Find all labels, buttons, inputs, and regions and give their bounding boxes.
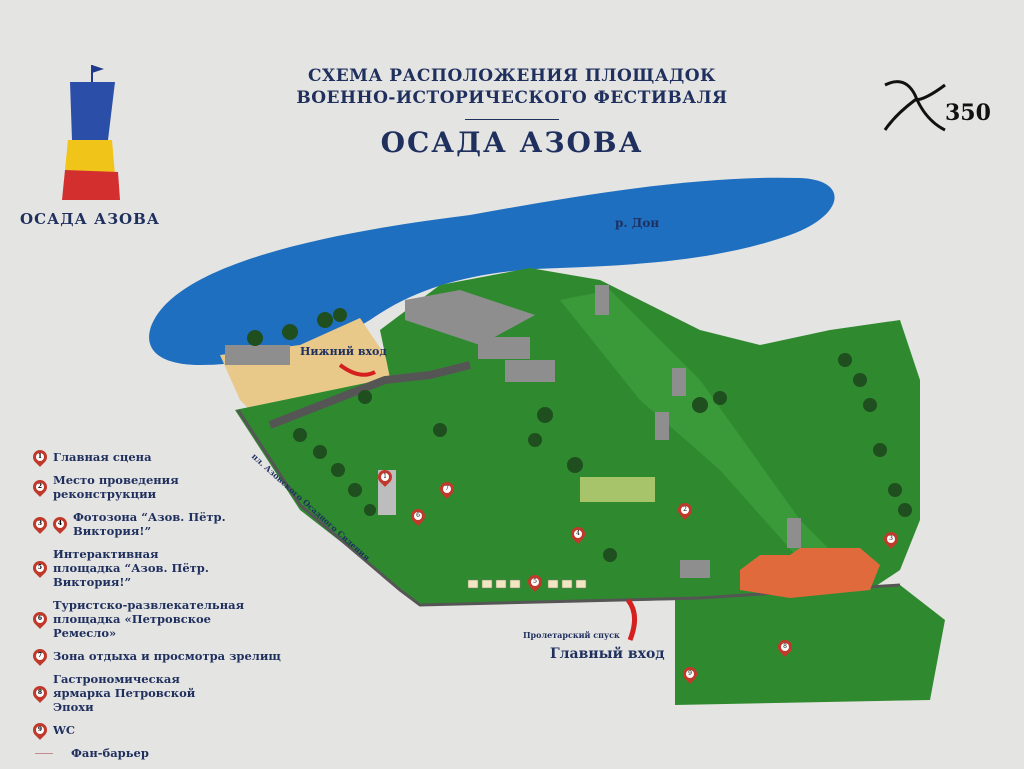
legend-label: Зона отдыха и просмотра зрелищ (53, 649, 281, 663)
fan-barrier-line-icon (35, 752, 53, 754)
park-area (235, 268, 920, 605)
pin-icon: 4 (50, 514, 70, 534)
buildings (225, 285, 801, 578)
lower-entrance-label[interactable]: Нижний вход (300, 345, 387, 358)
pin-icon: 1 (30, 447, 50, 467)
title-line-2: ВОЕННО-ИСТОРИЧЕСКОГО ФЕСТИВАЛЯ (296, 88, 728, 108)
title-divider (465, 119, 559, 120)
main-entrance-arrow (625, 598, 637, 641)
pin-number: 4 (574, 530, 582, 538)
pin-number: 6 (414, 512, 422, 520)
anniversary-emblem (883, 80, 946, 132)
pin-icon: 8 (30, 683, 50, 703)
pin-number: 7 (443, 485, 451, 493)
legend-item: Фан-барьер (33, 746, 293, 760)
legend-label: WC (53, 723, 76, 737)
fortress-gate (740, 548, 880, 598)
pin-icon: 3 (30, 514, 50, 534)
pin-icon: 7 (30, 646, 50, 666)
pin-number: 8 (781, 643, 789, 651)
page-title: ОСАДА АЗОВА (380, 126, 644, 159)
fan-barrier-stalls (467, 579, 587, 589)
pin-number: 2 (681, 506, 689, 514)
river-label: р. Дон (615, 216, 660, 230)
legend-label: Туристско-развлекательная площадка «Петр… (53, 598, 245, 640)
lower-entrance-arrow (338, 363, 376, 377)
legend-label: Место проведения реконструкции (53, 473, 179, 501)
pin-number: 9 (686, 670, 694, 678)
inner-path (268, 361, 471, 429)
legend-label: Гастрономическая ярмарка Петровской Эпох… (53, 672, 196, 714)
logo-tower (62, 65, 120, 200)
pin-number: 5 (531, 578, 539, 586)
legend-label: Фан-барьер (71, 746, 149, 760)
pin-number: 3 (887, 535, 895, 543)
sand-area (220, 318, 395, 430)
main-entrance-label[interactable]: Главный вход (550, 646, 665, 662)
pin-number: 1 (381, 473, 389, 481)
legend-label: Главная сцена (53, 450, 152, 464)
lower-area (675, 585, 945, 705)
title-line-1: СХЕМА РАСПОЛОЖЕНИЯ ПЛОЩАДОК (307, 66, 717, 86)
street-label-descent: Пролетарский спуск (523, 630, 620, 640)
logo-text: ОСАДА АЗОВА (20, 210, 160, 228)
legend-label: Фотозона “Азов. Пётр. Виктория!” (73, 510, 226, 538)
pin-icon: 6 (30, 609, 50, 629)
road (236, 409, 901, 607)
emblem-number: 350 (945, 100, 991, 126)
trees (247, 308, 912, 562)
pin-icon: 5 (30, 558, 50, 578)
field (580, 477, 655, 502)
legend-label: Интерактивная площадка “Азов. Пётр. Викт… (53, 547, 209, 589)
pin-icon: 9 (30, 720, 50, 740)
fortress-slope (560, 290, 840, 560)
pin-icon: 2 (30, 477, 50, 497)
